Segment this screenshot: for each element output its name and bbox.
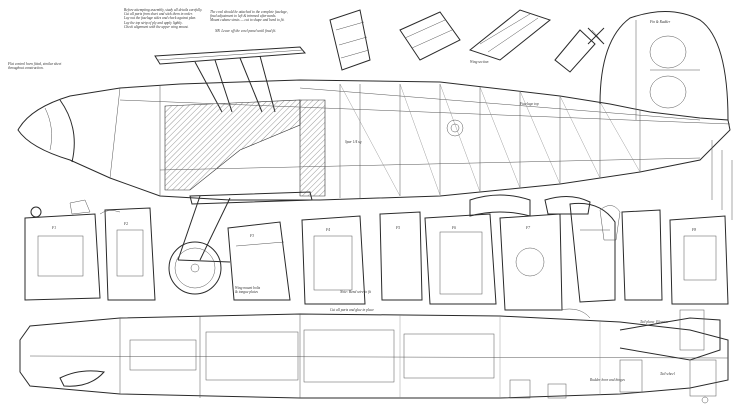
former-label: F1: [52, 226, 56, 230]
fuselage-top-label: Fuselage top: [520, 102, 539, 106]
fuselage-side-view: [17, 46, 731, 201]
former-label: F2: [124, 222, 128, 226]
wing-ribs: [469, 194, 621, 319]
nose-cowl-outline: [59, 370, 105, 387]
upper-wing-outline: [154, 46, 307, 65]
former-label: F4: [326, 228, 330, 232]
fuselage-top-view: [19, 309, 729, 399]
bottom-small-parts: [509, 359, 709, 404]
bottom-center-note: Cut all parts and glue in place: [330, 308, 374, 312]
fuselage-outline: [17, 79, 731, 201]
bottom-right-note-2: Tail wheel: [660, 372, 675, 376]
wing-section-label: Wing section: [470, 60, 489, 64]
bottom-right-note: Rudder horn and hinges: [590, 378, 625, 382]
former-label: F5: [396, 226, 400, 230]
fin-label: Fin & Rudder: [650, 20, 671, 24]
small-parts-left: [30, 199, 121, 218]
former-label: F7: [526, 226, 530, 230]
assembly-sketch-2: [399, 11, 461, 61]
top-left-notes: Before attempting assembly, study all de…: [124, 8, 203, 29]
lower-note-1: Wing mount bolts & tongue plates: [235, 286, 261, 295]
tail-note: Tail plane Elevator: [640, 320, 669, 324]
left-notes: Flat control horn fitted, similar sheet …: [8, 62, 62, 71]
lower-note-2: Note: Bend wire to fit: [340, 290, 372, 294]
fin-and-rudder: [599, 10, 729, 121]
former-label: F6: [452, 226, 456, 230]
fuselage-truss: [339, 83, 641, 198]
spar-label: Spar 1/4 sq: [345, 140, 362, 144]
former-label: F8: [692, 228, 696, 232]
former-label: F3: [250, 234, 254, 238]
propeller-sketch: [587, 27, 605, 45]
formers-row: [24, 202, 729, 311]
hatched-bulkhead-area: [164, 99, 301, 191]
right-edge-marks: [711, 140, 733, 220]
assembly-sketch-3: [468, 9, 552, 61]
main-wheel: [168, 241, 222, 295]
assembly-sketch-1: [329, 9, 371, 71]
top-center-notes-2: NB Leave off the cowl panel until final …: [215, 29, 277, 33]
top-center-notes: The cowl should be attached to the compl…: [210, 10, 288, 23]
undercarriage: [168, 191, 313, 295]
